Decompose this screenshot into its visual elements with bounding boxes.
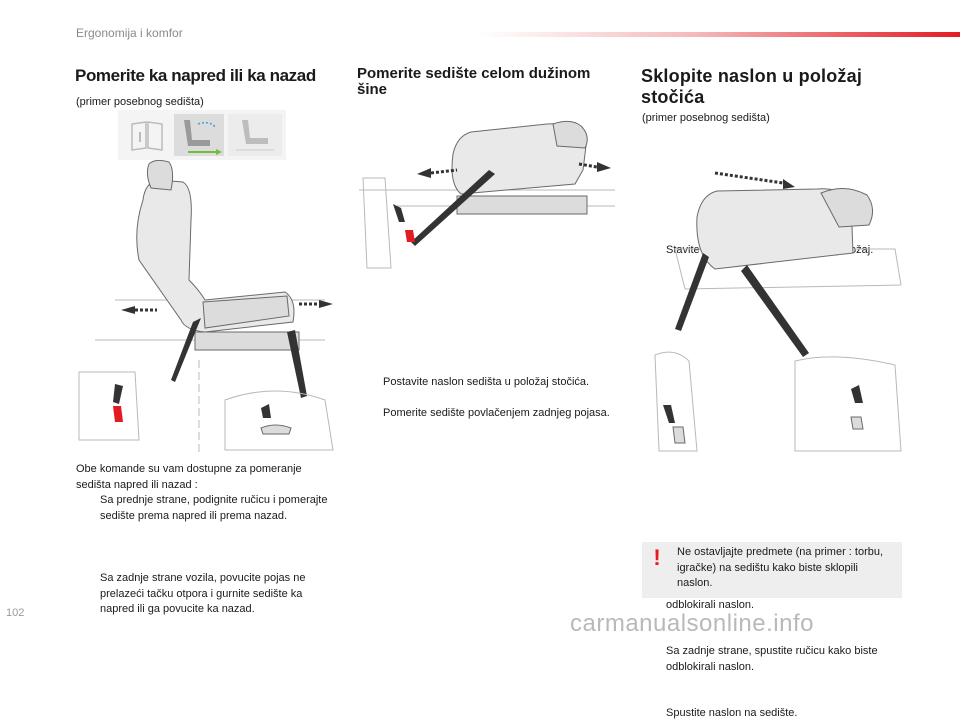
- heading-fold-backrest: Sklopite naslon u položaj stočića: [641, 66, 863, 107]
- list-item: Sa prednje strane, podignite ručicu i po…: [76, 493, 338, 524]
- bullet-text: Pomerite sedište povlačenjem zadnjeg poj…: [383, 407, 610, 419]
- bullet-text: Postavite naslon sedišta u položaj stoči…: [383, 375, 590, 388]
- list-item: Sa zadnje strane, spustite ručicu kako b…: [642, 644, 928, 675]
- watermark: carmanualsonline.info: [570, 610, 814, 637]
- bullet-text: Sa prednje strane, podignite ručicu i po…: [100, 494, 328, 522]
- seat-illustration-fold-backrest: [654, 171, 902, 452]
- bullet-text: Spustite naslon na sedište.: [666, 707, 798, 719]
- warning-box: [642, 542, 902, 598]
- list-item: Pomerite sedište povlačenjem zadnjeg poj…: [359, 406, 623, 422]
- bullet-text: Sa zadnje strane vozila, povucite pojas …: [100, 572, 306, 615]
- book-icon: [124, 114, 170, 156]
- subtitle-example-seat: (primer posebnog sedišta): [642, 112, 770, 124]
- seat-slide-icon: [174, 114, 224, 156]
- seat-illustration-along-rail: [359, 120, 615, 269]
- list-item: Spustite naslon na sedište.: [642, 706, 928, 722]
- seat-controls-icon-strip: [118, 110, 286, 160]
- list-item: Postavite naslon sedišta u položaj stoči…: [359, 375, 641, 391]
- bullet-text: Sa zadnje strane, spustite ručicu kako b…: [666, 645, 878, 673]
- heading-forward-backward: Pomerite ka napred ili ka nazad: [75, 66, 316, 85]
- intro-text: Obe komande su vam dostupne za pomeranje…: [76, 463, 302, 491]
- warning-icon: !: [653, 545, 661, 570]
- seat-illustration-forward-backward: [78, 160, 334, 456]
- header-accent-bar: [480, 32, 960, 37]
- page-number: 102: [6, 607, 25, 619]
- section-title: Ergonomija i komfor: [76, 26, 183, 40]
- warning-text: Ne ostavljajte predmete (na primer : tor…: [677, 546, 884, 589]
- subtitle-example-seat: (primer posebnog sedišta): [76, 96, 204, 108]
- seat-icon: [228, 114, 282, 156]
- list-item: Sa zadnje strane vozila, povucite pojas …: [76, 571, 338, 618]
- heading-along-rail: Pomerite sedište celom dužinom šine: [357, 65, 591, 98]
